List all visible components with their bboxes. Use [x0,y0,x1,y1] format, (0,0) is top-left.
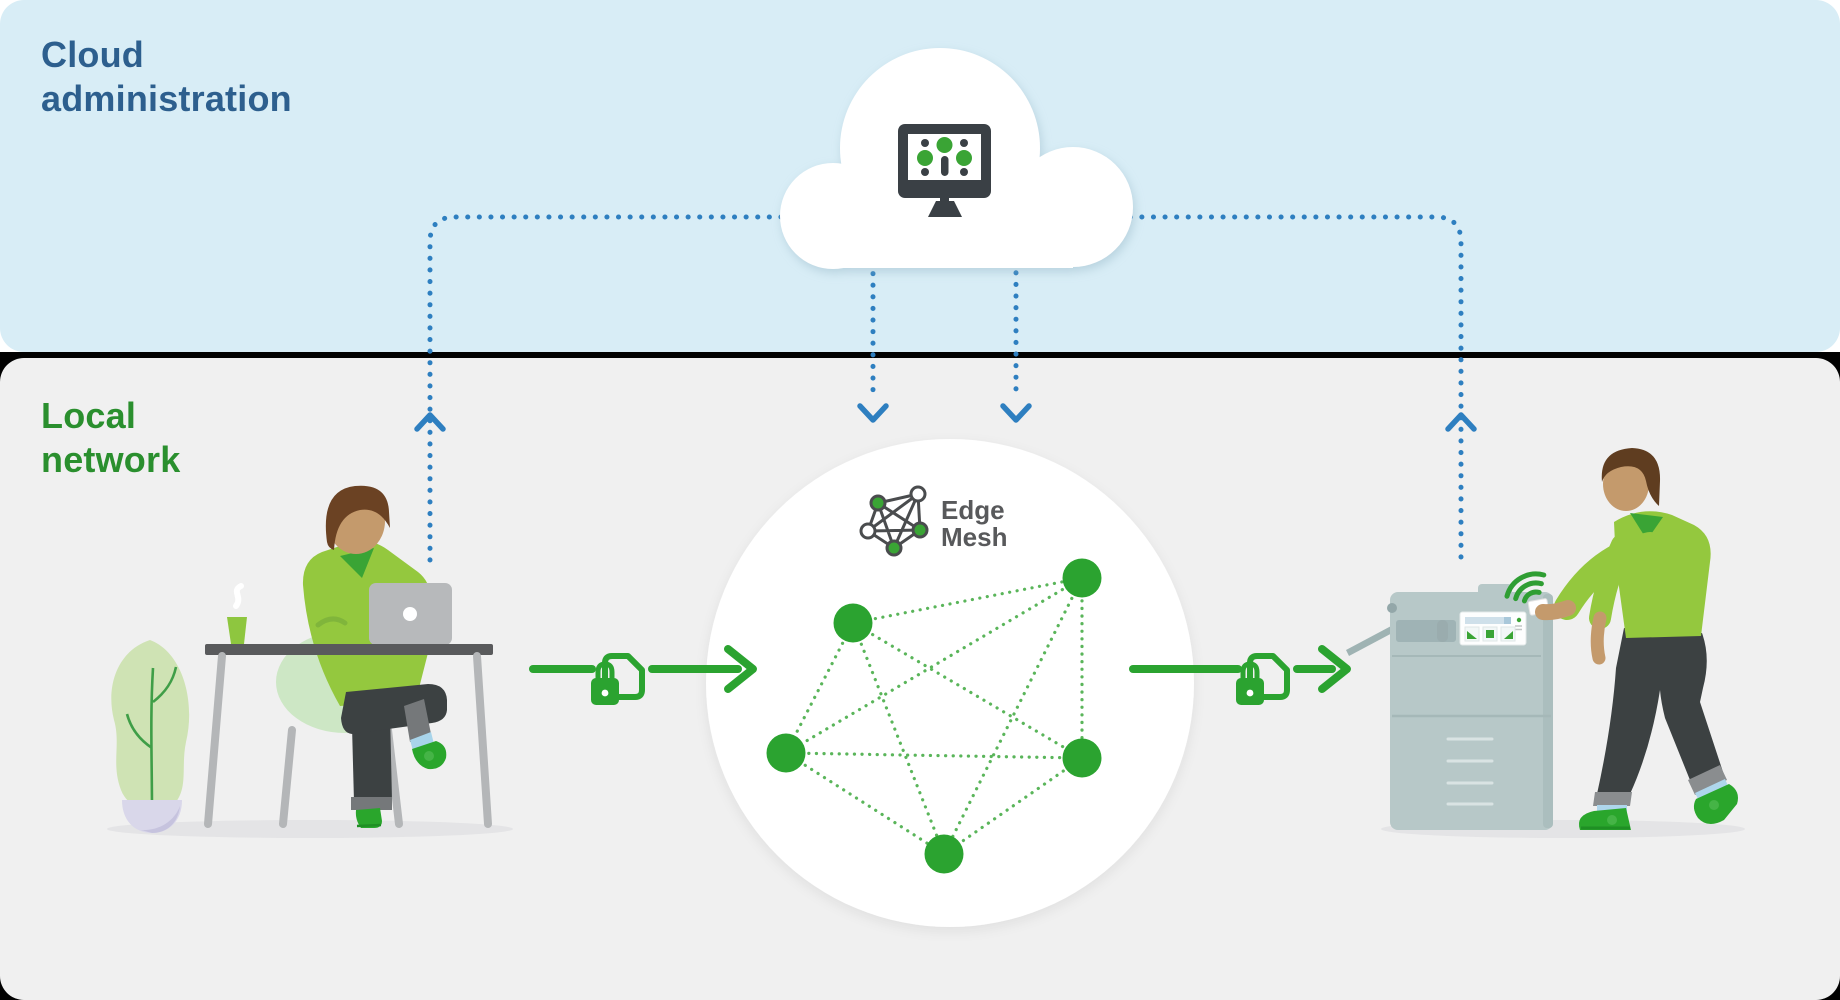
sock [1695,779,1729,801]
nfc-waves-icon [1504,571,1547,604]
desk-legs [204,652,492,828]
hair [1601,448,1661,506]
sock [410,732,434,751]
v-neck [1630,513,1663,540]
trouser-cuff [1688,765,1727,795]
edge-mesh-logo-icon [859,485,929,557]
trouser-cuff [351,797,392,810]
mesh-nodes [766,558,1102,874]
mesh-background-circle [706,439,1194,927]
shoe-icon [355,808,382,828]
printer-scene [1346,448,1745,838]
sock [1597,805,1627,813]
person-sitting [302,485,447,828]
arrow-up-icon [414,412,446,432]
flow-laptop-to-cloud [414,197,821,563]
mesh-node [1062,558,1102,598]
padlock-icon [1236,661,1264,705]
edge-mesh-logo: Edge Mesh [859,485,1007,557]
v-neck [340,548,374,578]
arrow-up-icon [1445,412,1477,432]
local-section-title: Local network [41,395,181,480]
printer-top-tab [1478,584,1512,596]
cloud-section-title: Cloud administration [41,34,292,119]
secure-transfer-arrow-left [529,645,757,705]
secure-transfer-arrow-right [1129,645,1351,705]
panel-handle [1437,620,1448,642]
laptop-icon [369,583,452,645]
reaching-hand [1535,600,1576,621]
arrow-down-icon [857,403,889,423]
logo-text-line2: Mesh [941,522,1007,552]
flow-path [1091,214,1464,560]
printer-mfp [1346,584,1553,830]
torso [302,541,431,706]
person-standing [1527,448,1738,830]
drawer-lines [1446,737,1494,806]
thigh-crossed [341,684,447,734]
trouser-cuff [1593,792,1632,806]
mesh-edges [784,576,1084,856]
arm-crease [315,616,348,628]
hanging-hand [1590,611,1607,665]
hair [325,485,390,550]
flow-path [427,214,801,563]
side-knob [1387,603,1397,613]
reaching-arm-sleeve [1554,532,1663,620]
logo-text-line1: Edge [941,495,1005,525]
torso [1614,511,1711,638]
mesh-node [1062,738,1102,778]
printer-body [1390,592,1553,830]
arrow-down-icon [1000,403,1032,423]
plant-icon [111,640,190,833]
coffee-cup-icon [227,583,247,644]
mesh-node [924,834,964,874]
head [1603,457,1649,511]
bypass-tray [1346,625,1396,656]
pants [1597,628,1723,794]
mesh-network [766,558,1102,874]
control-panel [1459,611,1527,646]
mesh-node [766,733,806,773]
sliders-icon [917,137,972,176]
printer-side-panel [1543,594,1553,828]
desk-top [205,644,493,655]
padlock-icon [591,661,619,705]
shoe-icon [1578,808,1631,830]
leg-vertical [352,712,392,802]
mesh-node [833,603,873,643]
flow-printer-to-cloud [1073,197,1477,560]
admin-monitor-icon [898,124,991,217]
trouser-cuff [404,699,431,742]
worker-at-desk-scene [107,485,513,838]
